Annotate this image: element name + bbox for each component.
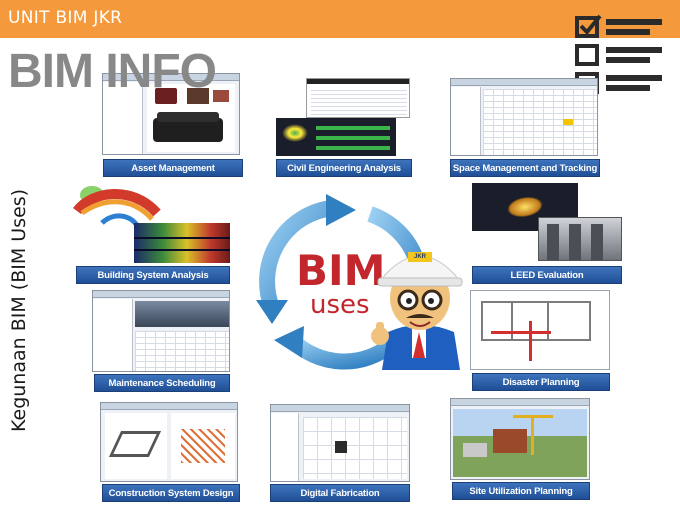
header-title: UNIT BIM JKR [8,8,123,28]
engineer-mascot-icon [371,255,463,370]
side-title: Kegunaan BIM (BIM Uses) [8,188,30,432]
header-bar: UNIT BIM JKR [0,0,680,38]
use-label-asset-management: Asset Management [103,159,243,177]
use-label-building-system-analysis: Building System Analysis [76,266,230,284]
use-label-leed-evaluation: LEED Evaluation [472,266,622,284]
disaster-planning-floorplan-image [470,290,610,370]
digital-fabrication-screenshot [270,404,410,482]
center-word-uses: uses [310,290,370,320]
maintenance-scheduling-screenshot [92,290,230,372]
asset-management-screenshot [102,73,240,155]
use-label-civil-engineering-analysis: Civil Engineering Analysis [276,159,412,177]
center-word-bim: BIM [296,246,386,295]
leed-evaluation-interior-image [538,217,622,261]
building-analysis-swirl-image [73,186,161,229]
use-label-maintenance-scheduling: Maintenance Scheduling [94,374,230,392]
use-label-digital-fabrication: Digital Fabrication [270,484,410,502]
use-label-space-management-and-tracking: Space Management and Tracking [450,159,600,177]
site-utilization-screenshot [450,398,590,480]
civil-engineering-report-screenshot [306,78,410,118]
construction-system-design-screenshot [100,402,238,482]
use-label-disaster-planning: Disaster Planning [472,373,610,391]
space-management-screenshot [450,78,598,156]
use-label-site-utilization-planning: Site Utilization Planning [452,482,590,500]
helmet-badge: JKR [408,252,432,262]
main-title: BIM INFO [8,45,217,98]
use-label-construction-system-design: Construction System Design [102,484,240,502]
civil-engineering-model-screenshot [276,118,396,156]
building-analysis-heatmap-image [134,223,230,263]
